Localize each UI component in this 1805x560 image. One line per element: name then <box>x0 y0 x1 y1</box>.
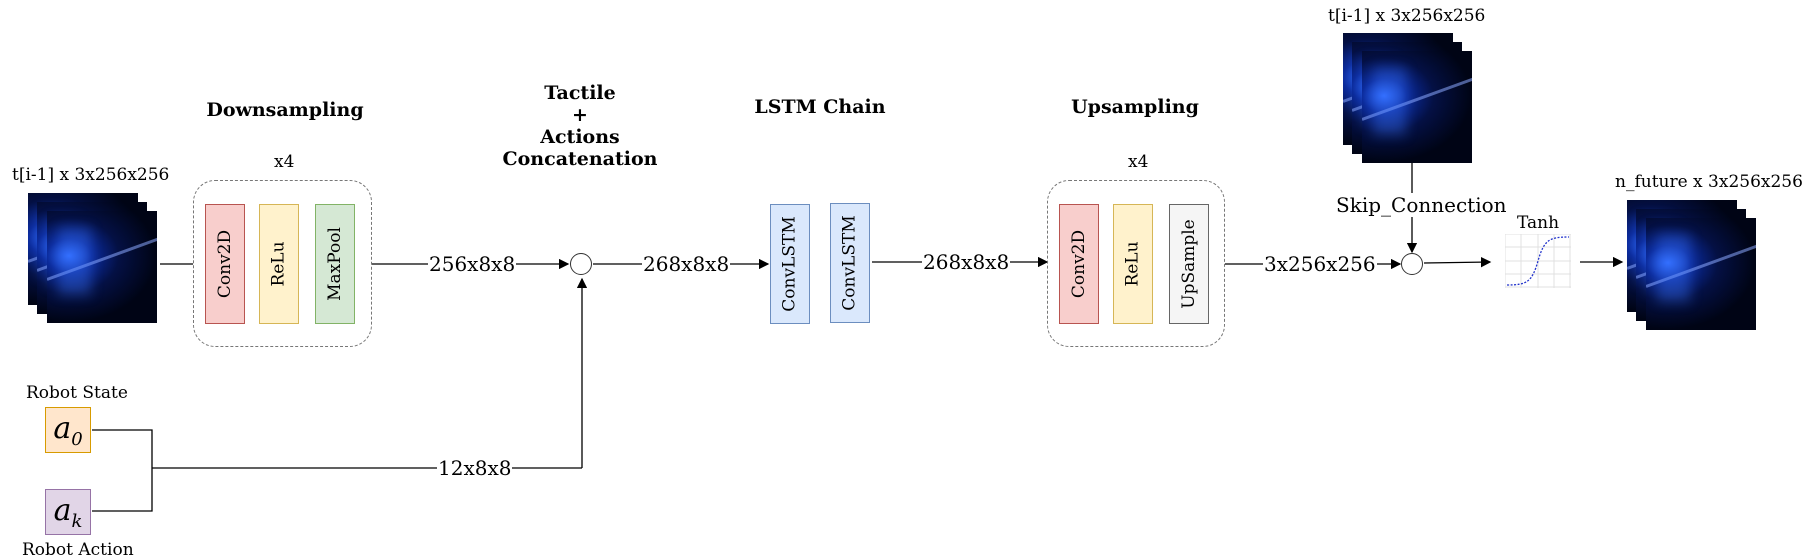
edge-label-actions: 12x8x8 <box>437 456 513 480</box>
input-label: t[i-1] x 3x256x256 <box>12 165 170 185</box>
title-upsampling: Upsampling <box>1071 96 1199 118</box>
edge-label-lstm-to-up: 268x8x8 <box>922 250 1011 274</box>
title-concat-line-4: Concatenation <box>502 148 658 170</box>
title-downsampling: Downsampling <box>206 99 364 121</box>
robot-state-box: a0 <box>45 407 91 453</box>
convlstm-block-1: ConvLSTM <box>770 204 810 324</box>
arrow-skip-to-tanh <box>1423 256 1492 268</box>
convlstm-block-2: ConvLSTM <box>830 203 870 323</box>
tanh-curve-icon <box>1505 234 1571 288</box>
up-relu-label: ReLu <box>1123 241 1144 287</box>
robot-action-label: Robot Action <box>22 540 134 560</box>
down-repeat-label: x4 <box>274 152 295 172</box>
input-image-frame <box>47 211 157 323</box>
output-label: n_future x 3x256x256 <box>1615 172 1803 192</box>
title-concat-line-2: + <box>572 104 588 126</box>
convlstm-label-1: ConvLSTM <box>780 216 801 312</box>
up-relu-block: ReLu <box>1113 204 1153 324</box>
concat-node <box>570 253 592 275</box>
tanh-label: Tanh <box>1517 213 1560 233</box>
down-maxpool-label: MaxPool <box>325 227 346 301</box>
edge-label-up-to-skip: 3x256x256 <box>1263 252 1377 276</box>
robot-action-box: ak <box>45 489 91 535</box>
down-relu-label: ReLu <box>269 241 290 287</box>
edge-label-down-to-concat: 256x8x8 <box>428 252 517 276</box>
up-upsample-label: UpSample <box>1179 219 1199 309</box>
skip-input-label: t[i-1] x 3x256x256 <box>1328 6 1486 26</box>
robot-state-symbol: a0 <box>53 410 83 450</box>
down-relu-block: ReLu <box>259 204 299 324</box>
up-repeat-label: x4 <box>1128 152 1149 172</box>
downsampling-group <box>193 180 372 347</box>
line-robot-state <box>92 429 153 512</box>
robot-state-label: Robot State <box>26 383 128 403</box>
robot-action-symbol: ak <box>53 492 83 532</box>
title-concat-line-1: Tactile <box>544 82 616 104</box>
title-concat-line-3: Actions <box>540 126 620 148</box>
skip-add-node <box>1401 253 1423 275</box>
title-lstm-chain: LSTM Chain <box>754 96 886 118</box>
edge-label-concat-to-lstm: 268x8x8 <box>642 252 731 276</box>
down-maxpool-block: MaxPool <box>315 204 355 324</box>
down-conv2d-block: Conv2D <box>205 204 245 324</box>
up-upsample-block: UpSample <box>1169 204 1209 324</box>
output-image-frame <box>1646 218 1756 330</box>
title-concatenation: Tactile + Actions Concatenation <box>490 82 670 170</box>
upsampling-group <box>1047 180 1225 347</box>
down-conv2d-label: Conv2D <box>215 229 235 299</box>
up-conv2d-label: Conv2D <box>1069 229 1089 299</box>
skip-connection-label: Skip_Connection <box>1335 193 1508 217</box>
up-conv2d-block: Conv2D <box>1059 204 1099 324</box>
convlstm-label-2: ConvLSTM <box>840 215 861 311</box>
skip-image-frame <box>1362 51 1472 163</box>
